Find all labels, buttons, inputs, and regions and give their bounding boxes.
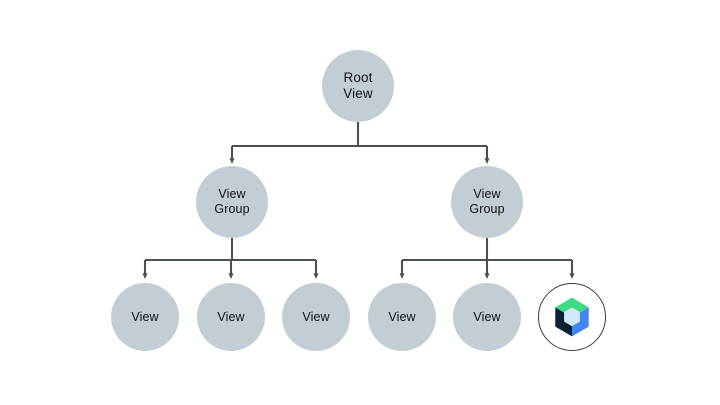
node-view-1[interactable]: View [111,283,179,351]
node-view-1-label: View [131,309,159,324]
node-view-2-label: View [217,309,245,324]
node-view-4[interactable]: View [368,283,436,351]
node-view-5-label: View [473,309,501,324]
node-view-3-label: View [302,309,330,324]
jetpack-compose-cube-icon [555,297,589,337]
node-view-group-left[interactable]: View Group [196,166,268,238]
node-view-5[interactable]: View [453,283,521,351]
node-root-view[interactable]: Root View [322,50,394,122]
node-view-group-right-label: View Group [469,187,505,216]
node-compose[interactable] [538,283,606,351]
node-view-2[interactable]: View [197,283,265,351]
node-view-group-right[interactable]: View Group [451,166,523,238]
node-view-group-left-label: View Group [214,187,250,216]
node-view-4-label: View [388,309,416,324]
node-view-3[interactable]: View [282,283,350,351]
node-root-view-label: Root View [343,70,373,101]
